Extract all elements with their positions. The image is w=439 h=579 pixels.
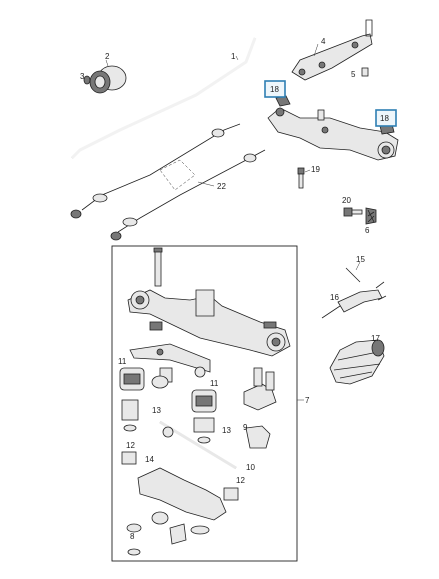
lever-bracket bbox=[243, 367, 277, 411]
assembly-box bbox=[111, 245, 304, 562]
selector-lever-plate bbox=[267, 107, 399, 161]
bushing-13-left bbox=[121, 399, 139, 432]
callout-12-right: 12 bbox=[236, 476, 245, 485]
callout-15: 15 bbox=[356, 255, 365, 264]
upper-bracket bbox=[291, 19, 373, 81]
pivot-pin bbox=[153, 247, 163, 287]
callout-13-right: 13 bbox=[222, 426, 231, 435]
bushing-13-right bbox=[193, 417, 215, 444]
callout-17: 17 bbox=[371, 334, 380, 343]
callout-19: 19 bbox=[311, 165, 320, 174]
callout-14: 14 bbox=[145, 455, 154, 464]
callout-9: 9 bbox=[243, 423, 248, 432]
rubber-boot-17 bbox=[329, 339, 385, 385]
lower-arm bbox=[121, 451, 239, 535]
callout-4: 4 bbox=[321, 37, 326, 46]
callout-16: 16 bbox=[330, 293, 339, 302]
lower-lever-plate bbox=[127, 289, 291, 357]
shift-rod bbox=[70, 37, 257, 160]
callout-7: 7 bbox=[305, 396, 310, 405]
bolt-20 bbox=[343, 207, 363, 217]
callout-6: 6 bbox=[365, 226, 370, 235]
callout-22: 22 bbox=[217, 182, 226, 191]
spring-6 bbox=[365, 207, 377, 225]
shift-cables bbox=[70, 123, 266, 241]
rod-bush bbox=[83, 59, 127, 94]
highlight-box-18-left bbox=[264, 80, 286, 98]
callout-3: 3 bbox=[80, 72, 85, 81]
long-link-10 bbox=[159, 420, 237, 470]
pin-15 bbox=[345, 261, 361, 283]
washer-11 bbox=[151, 375, 169, 389]
callout-5: 5 bbox=[351, 70, 356, 79]
callout-11-right: 11 bbox=[210, 379, 219, 388]
callout-18-left: 18 bbox=[270, 85, 279, 94]
callout-12-left: 12 bbox=[126, 441, 135, 450]
bushing-11-right bbox=[191, 389, 217, 413]
link-arm-9 bbox=[245, 425, 271, 449]
shift-fork-16 bbox=[321, 281, 387, 319]
bushing-11-left bbox=[119, 367, 145, 391]
callout-2: 2 bbox=[105, 52, 110, 61]
bolt-5 bbox=[361, 67, 369, 77]
bolt-19 bbox=[297, 167, 311, 189]
callout-1: 1 bbox=[231, 52, 236, 61]
clamp-8 bbox=[127, 523, 187, 556]
callout-8: 8 bbox=[130, 532, 135, 541]
callout-10: 10 bbox=[246, 463, 255, 472]
callout-labels: 1 2 3 4 5 18 18 19 22 20 6 15 16 17 7 11… bbox=[80, 37, 397, 541]
callout-13-left: 13 bbox=[152, 406, 161, 415]
highlight-box-18-right bbox=[375, 109, 397, 127]
callout-18-right: 18 bbox=[380, 114, 389, 123]
callout-11-left: 11 bbox=[118, 357, 127, 366]
callout-20: 20 bbox=[342, 196, 351, 205]
